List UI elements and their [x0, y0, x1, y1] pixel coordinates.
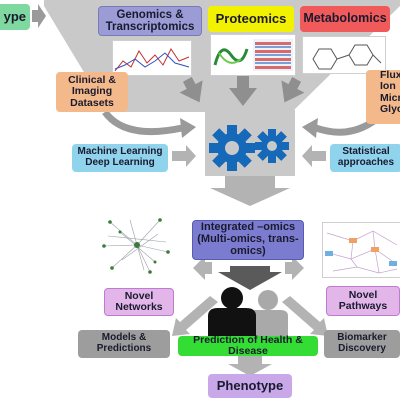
arrow-to-models: [172, 296, 218, 336]
machine-learning-label: Machine Learning Deep Learning: [77, 146, 163, 168]
biomarker-box: Biomarker Discovery: [324, 330, 400, 358]
statistical-label: Statistical approaches: [337, 146, 395, 168]
network-thumbnail: [100, 212, 174, 278]
novel-pathways-box: Novel Pathways: [326, 286, 400, 316]
arrow-from-phenotype: [32, 4, 46, 28]
phenotype-label: Phenotype: [216, 377, 284, 393]
pathway-map-image: [325, 230, 398, 274]
flux-line-1: Flux: [380, 69, 400, 81]
curve-arrow-flux-head: [302, 118, 318, 138]
metabolomics-box: Metabolomics: [300, 6, 390, 32]
statistical-box: Statistical approaches: [330, 144, 400, 172]
flux-line-2: Ion: [380, 80, 396, 93]
models-predictions-box: Models & Predictions: [78, 330, 170, 358]
arrow-proteomics-down: [229, 76, 257, 106]
prediction-label: Prediction of Health & Disease: [193, 333, 303, 357]
arrow-ml-to-gears: [172, 145, 196, 167]
metabolomics-thumbnail: [302, 36, 386, 74]
phenotype-box: Phenotype: [208, 374, 292, 398]
proteomics-label: Proteomics: [215, 10, 287, 26]
genomics-plot-image: [114, 48, 190, 72]
integrated-omics-label: Integrated –omics (Multi-omics, trans-om…: [197, 221, 299, 257]
machine-learning-box: Machine Learning Deep Learning: [72, 144, 168, 172]
arrow-integrated-to-networks: [193, 256, 212, 280]
arrow-to-phenotype: [228, 356, 272, 376]
arrow-stats-to-gears: [302, 145, 326, 167]
novel-pathways-label: Novel Pathways: [338, 288, 388, 312]
proteomics-box: Proteomics: [208, 6, 294, 32]
arrow-genomics-down: [179, 77, 203, 103]
novel-networks-label: Novel Networks: [115, 289, 163, 313]
metabolomics-label: Metabolomics: [303, 11, 387, 26]
curve-arrow-clinical-head: [180, 118, 196, 138]
clinical-imaging-box: Clinical & Imaging Datasets: [56, 72, 128, 112]
genomics-box: Genomics & Transcriptomics: [98, 6, 202, 36]
phenotype-top-label: ype: [3, 8, 26, 24]
down-arrow-to-integrated: [210, 176, 290, 206]
models-predictions-label: Models & Predictions: [96, 332, 152, 354]
pathway-thumbnail: [322, 222, 400, 278]
flux-line-3: Micro: [380, 91, 400, 104]
genomics-thumbnail: [112, 40, 192, 76]
arrow-to-people: [218, 266, 282, 290]
flux-box: Flux Ion Micro Glyc: [366, 69, 400, 124]
proteomics-thumbnail: [210, 34, 296, 76]
arrow-integrated-to-pathways: [285, 256, 304, 280]
prediction-box: Prediction of Health & Disease: [178, 333, 318, 357]
novel-networks-box: Novel Networks: [104, 288, 174, 316]
genomics-label: Genomics & Transcriptomics: [105, 8, 195, 33]
arrow-metabolomics-down: [281, 77, 305, 103]
arrow-to-biomarker: [282, 296, 328, 336]
network-graph-image: [102, 218, 170, 274]
proteomics-image: [213, 39, 293, 71]
curve-arrow-clinical: [102, 109, 183, 136]
integrated-omics-box: Integrated –omics (Multi-omics, trans-om…: [192, 220, 304, 260]
biomarker-label: Biomarker Discovery: [337, 332, 387, 354]
people-icon: [208, 287, 288, 338]
metabolomics-structure-image: [312, 44, 382, 70]
phenotype-top-box: ype: [0, 4, 30, 30]
flux-line-4: Glyc: [380, 102, 400, 115]
clinical-imaging-label: Clinical & Imaging Datasets: [68, 74, 116, 109]
